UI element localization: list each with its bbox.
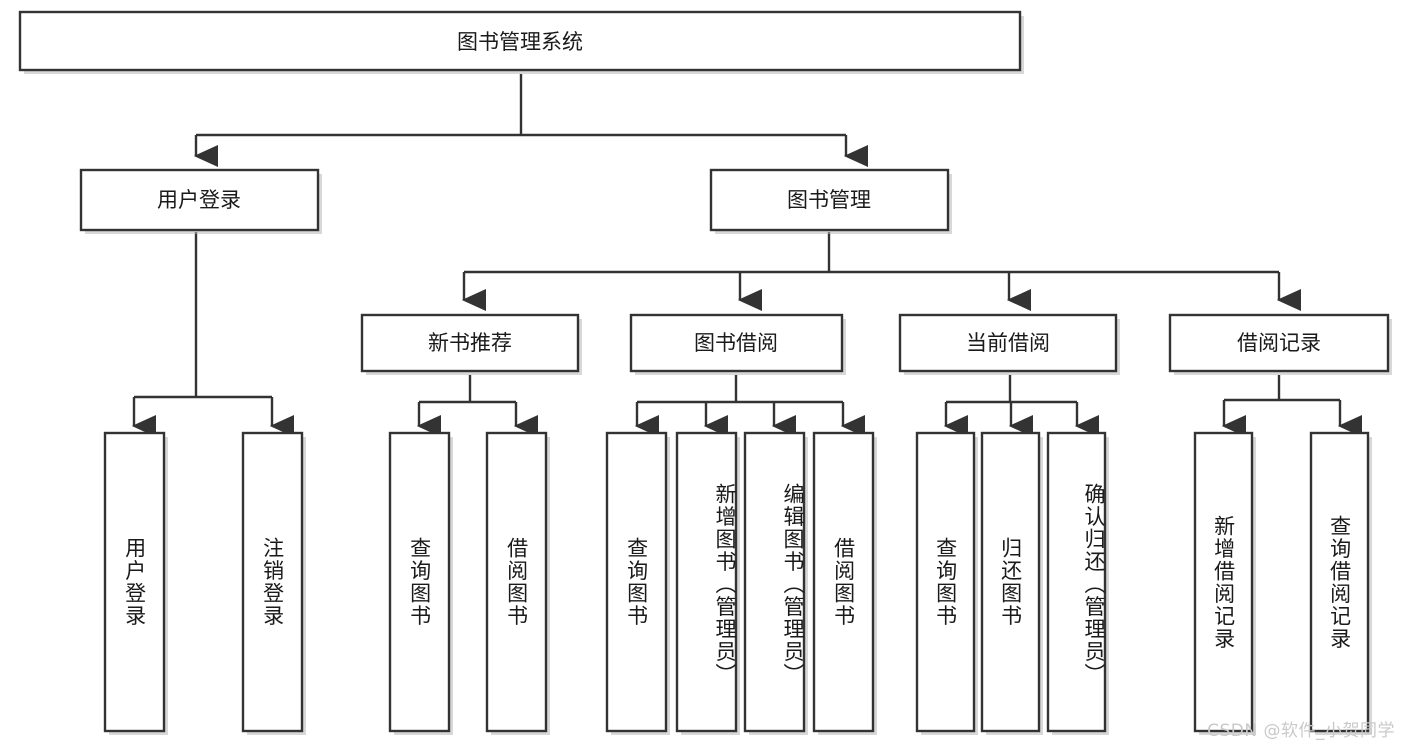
connector-bookmanage-to-level2 <box>461 232 1301 311</box>
node-current-borrow-label: 当前借阅 <box>966 331 1050 355</box>
node-leaf-logout[interactable] <box>241 431 306 735</box>
connector-root-to-level1 <box>193 74 868 167</box>
node-root-label: 图书管理系统 <box>457 30 583 54</box>
node-leaf-borrow-book-2[interactable] <box>812 431 877 735</box>
connector-userlogin-to-leaves <box>131 232 294 437</box>
node-leaf-return-book[interactable] <box>980 431 1043 735</box>
node-leaf-query-book-3[interactable] <box>915 431 978 735</box>
node-book-borrow[interactable]: 图书借阅 <box>629 313 846 375</box>
node-book-borrow-label: 图书借阅 <box>694 331 778 355</box>
node-new-book-recommend[interactable]: 新书推荐 <box>360 313 582 375</box>
node-leaf-confirm-return[interactable] <box>1046 431 1109 735</box>
node-leaf-add-book[interactable] <box>675 431 740 735</box>
node-leaf-borrow-book-1[interactable] <box>485 431 550 735</box>
node-leaf-query-book-2[interactable] <box>605 431 670 735</box>
node-book-manage-label: 图书管理 <box>787 188 871 212</box>
connector-newbook-to-leaves <box>416 375 538 437</box>
node-current-borrow[interactable]: 当前借阅 <box>898 313 1120 375</box>
node-new-book-recommend-label: 新书推荐 <box>428 331 512 355</box>
node-borrow-record-label: 借阅记录 <box>1237 331 1321 355</box>
node-leaf-query-book-1[interactable] <box>388 431 453 735</box>
node-leaf-add-record[interactable] <box>1193 431 1256 735</box>
node-leaf-query-record[interactable] <box>1309 431 1372 735</box>
node-book-manage[interactable]: 图书管理 <box>709 168 952 234</box>
csdn-watermark: CSDN @软件_小贺同学 <box>1207 721 1395 741</box>
node-user-login-label: 用户登录 <box>157 188 241 212</box>
node-leaf-user-login[interactable] <box>103 431 168 735</box>
node-borrow-record[interactable]: 借阅记录 <box>1168 313 1392 375</box>
node-leaf-edit-book[interactable] <box>743 431 808 735</box>
node-user-login[interactable]: 用户登录 <box>79 168 322 234</box>
node-root[interactable]: 图书管理系统 <box>18 10 1024 74</box>
leaf-boxes <box>103 431 1372 735</box>
connector-bookborrow-to-leaves <box>634 375 865 437</box>
connector-borrowrecord-to-leaves <box>1221 375 1362 437</box>
connector-currentborrow-to-leaves <box>943 375 1099 437</box>
